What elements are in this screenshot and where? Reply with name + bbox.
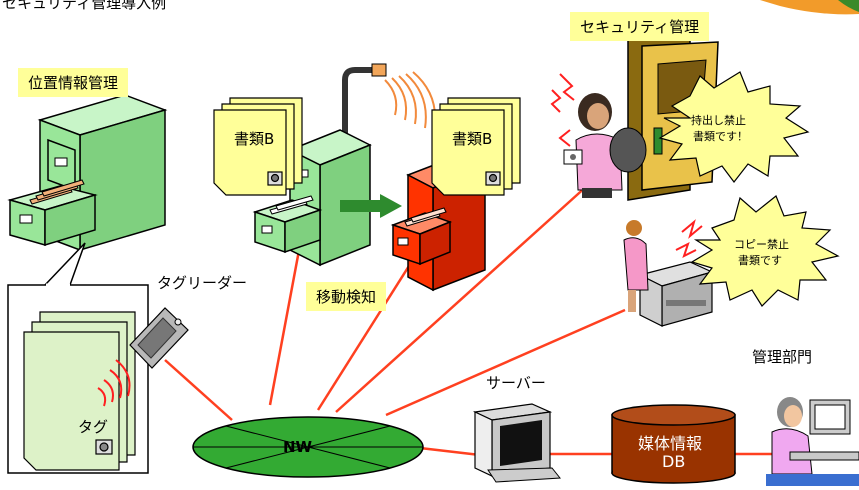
zoom-pointer <box>43 242 86 286</box>
corner-decoration <box>760 0 859 15</box>
database-label-1: 媒体情報 <box>638 434 703 453</box>
network-label: NW <box>283 438 313 456</box>
position-mgmt-label: 位置情報管理 <box>18 68 129 97</box>
operator-icon <box>766 397 859 486</box>
arrow-icon <box>340 194 402 218</box>
tag-reader-label: タグリーダー <box>157 274 248 292</box>
person-icon <box>623 220 649 312</box>
corner-decoration-green <box>838 0 859 12</box>
page-title: セキュリティ管理導入例 <box>2 0 167 12</box>
tag-label: タグ <box>78 418 109 436</box>
alert-lines <box>675 219 703 258</box>
document-icon <box>431 97 521 196</box>
no-takeout-text-1: 持出し禁止 <box>691 114 746 127</box>
database-icon <box>611 404 736 484</box>
document-label: 書類B <box>452 130 493 148</box>
alert-callout-no-copy <box>690 195 840 307</box>
server-label: サーバー <box>486 374 546 392</box>
no-copy-text-2: 書類です <box>738 254 782 267</box>
alert-callout-no-takeout <box>658 71 810 183</box>
movement-label: 移動検知 <box>306 282 387 311</box>
document-label: 書類B <box>234 130 275 148</box>
network-icon <box>192 416 424 478</box>
tag-reader-icon <box>129 307 189 369</box>
database-label-2: DB <box>662 452 686 471</box>
security-mgmt-label: セキュリティ管理 <box>570 12 710 41</box>
no-copy-text-1: コピー禁止 <box>734 238 789 251</box>
management-dept-label: 管理部門 <box>752 348 813 366</box>
radio-wave-icon <box>97 359 131 407</box>
alert-lines <box>550 73 575 147</box>
copier-icon <box>638 261 714 327</box>
no-takeout-text-2: 書類です！ <box>693 130 748 143</box>
person-icon <box>563 93 647 198</box>
filing-cabinet-icon <box>390 154 487 292</box>
server-icon <box>472 403 561 483</box>
document-icon <box>213 97 303 196</box>
filing-cabinet-icon <box>7 94 168 252</box>
lamp-icon <box>342 63 437 245</box>
tag-documents-icon <box>23 311 136 471</box>
